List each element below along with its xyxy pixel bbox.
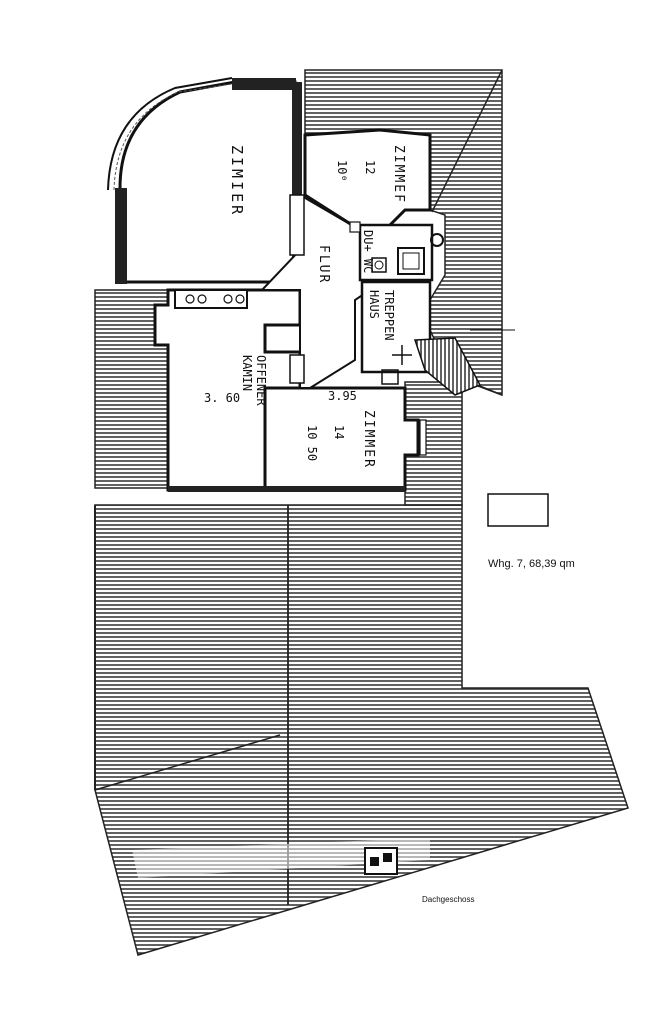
stairs — [392, 337, 482, 396]
label-zimmer-12-number: 12 — [363, 160, 377, 174]
apartment-interior — [107, 77, 482, 492]
room-zimmer-12 — [303, 128, 432, 232]
label-zimmer-14-area: 10 50 — [305, 425, 319, 461]
label-kamin-2: KAMIN — [240, 355, 254, 391]
roof-area-lower — [94, 504, 629, 956]
label-flur: FLUR — [316, 245, 331, 284]
legend-box — [487, 493, 549, 527]
apartment-label: Whg. 7, 68,39 qm — [488, 558, 575, 570]
label-zimmer-14-number: 14 — [332, 425, 346, 439]
label-zimier-left: ZIMIER — [228, 145, 246, 217]
room-zimier-left — [118, 80, 297, 284]
label-treppenhaus-1: TREPPEN — [382, 290, 396, 341]
label-du-wc: DU+ WC — [361, 230, 375, 273]
label-treppenhaus-2: HAUS — [367, 290, 381, 319]
kitchen-counter — [174, 194, 305, 384]
label-zimmer-12-area: 10⁰ — [335, 160, 349, 182]
room-labels: ZIMIER ZIMMEF 12 10⁰ DU+ WC FLUR TREPPEN… — [204, 145, 575, 904]
label-zimmer-14: ZIMMER — [361, 410, 376, 469]
label-dim-395: 3.95 — [328, 389, 357, 403]
label-kamin-dim: 3. 60 — [204, 391, 240, 405]
roof-terrace — [94, 69, 629, 956]
label-zimmer-12: ZIMMEF — [391, 145, 406, 204]
label-kamin-1: OFFENER — [254, 355, 268, 406]
room-treppenhaus — [360, 280, 432, 374]
floor-label: Dachgeschoss — [422, 895, 474, 904]
roof-windows — [364, 847, 398, 875]
